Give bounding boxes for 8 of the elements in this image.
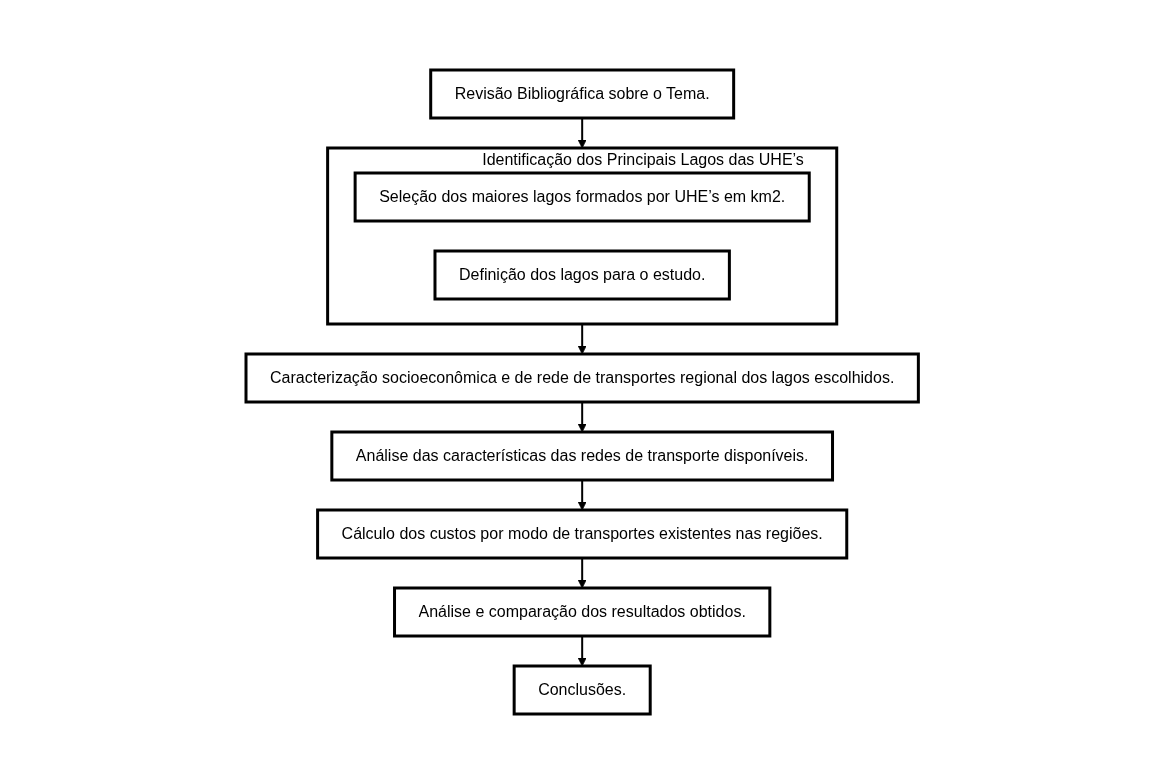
node-box: Conclusões. bbox=[512, 664, 652, 715]
node-box: Revisão Bibliográfica sobre o Tema. bbox=[429, 68, 735, 119]
node-box: Análise e comparação dos resultados obtidos. bbox=[392, 586, 772, 637]
node-box: Definição dos lagos para o estudo. bbox=[433, 249, 731, 300]
node-box: Análise das características das redes de transporte disponíveis. bbox=[330, 430, 834, 481]
node-box: Caracterização socioeconômica e de rede de transportes regional dos lagos escolhidos. bbox=[244, 352, 920, 403]
node-box: Seleção dos maiores lagos formados por UHE’s em km2. bbox=[353, 171, 811, 222]
node-box: Cálculo dos custos por modo de transportes existentes nas regiões. bbox=[315, 508, 849, 559]
